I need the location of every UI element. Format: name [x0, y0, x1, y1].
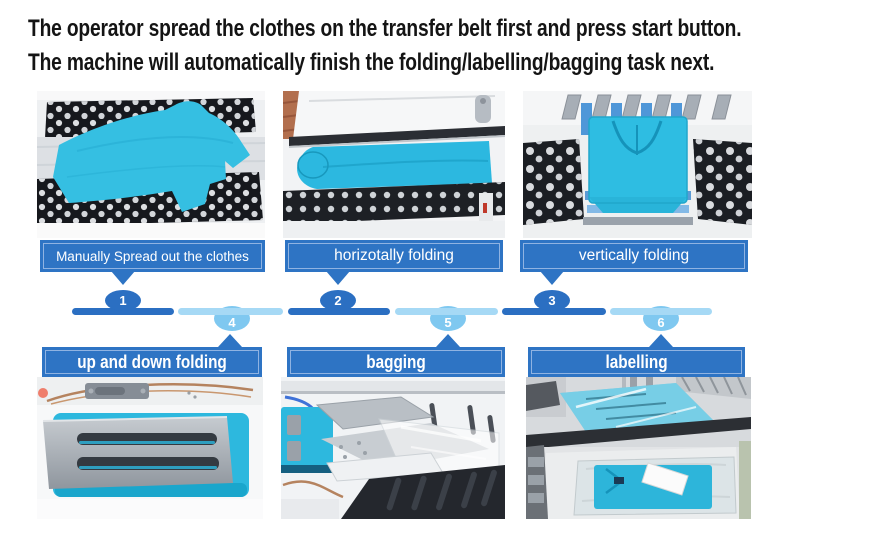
title-line-1: The operator spread the clothes on the t…: [28, 15, 742, 42]
caption-step-5-pointer: [436, 334, 460, 347]
caption-step-2-label: horizotally folding: [334, 247, 454, 264]
timeline-segment-2: [288, 308, 390, 315]
caption-step-3-label: vertically folding: [578, 247, 690, 264]
caption-step-4: up and down folding: [42, 347, 262, 377]
caption-step-3-pointer: [540, 271, 564, 285]
photo-step-3-vertical-fold: [523, 91, 752, 238]
step-number-4-text: 4: [228, 315, 236, 330]
bagging-illustration: [281, 377, 505, 519]
timeline-segment-5: [395, 308, 498, 315]
timeline-segment-1: [72, 308, 174, 315]
step-number-6-text: 6: [657, 315, 665, 330]
spread-shirt-illustration: [37, 91, 265, 238]
caption-step-1-label: Manually Spread out the clothes: [56, 248, 249, 264]
caption-step-6-label: labelling: [605, 351, 668, 372]
caption-step-4-label: up and down folding: [77, 351, 227, 372]
labelling-illustration: [526, 377, 751, 519]
photo-step-1-spread-clothes: [37, 91, 265, 238]
caption-step-1: Manually Spread out the clothes: [40, 240, 265, 272]
title-line-2: The machine will automatically finish th…: [28, 49, 715, 76]
photo-step-2-horizontal-fold: [283, 91, 505, 238]
step-number-3-text: 3: [548, 293, 556, 308]
horizontal-fold-illustration: [283, 91, 505, 238]
timeline-segment-6: [610, 308, 712, 315]
step-number-3: 3: [534, 290, 570, 311]
caption-step-6-pointer: [649, 334, 673, 347]
step-number-1: 1: [105, 290, 141, 311]
folding-plate-illustration: [37, 377, 263, 519]
caption-step-1-pointer: [111, 271, 135, 285]
caption-step-5: bagging: [287, 347, 505, 377]
step-number-5-text: 5: [444, 315, 452, 330]
page-title: The operator spread the clothes on the t…: [28, 12, 742, 80]
timeline-segment-3: [502, 308, 606, 315]
caption-step-2: horizotally folding: [285, 240, 503, 272]
caption-step-5-label: bagging: [366, 351, 426, 372]
step-number-2-text: 2: [334, 293, 342, 308]
caption-step-4-pointer: [218, 334, 242, 347]
caption-step-6: labelling: [528, 347, 745, 377]
caption-step-2-pointer: [326, 271, 350, 285]
caption-step-3: vertically folding: [520, 240, 748, 272]
timeline-segment-4: [178, 308, 283, 315]
vertical-fold-illustration: [523, 91, 752, 238]
photo-step-5-bagging: [281, 377, 505, 519]
step-number-2: 2: [320, 290, 356, 311]
photo-step-4-up-down-fold: [37, 377, 263, 519]
photo-step-6-labelling: [526, 377, 751, 519]
step-number-1-text: 1: [119, 293, 127, 308]
